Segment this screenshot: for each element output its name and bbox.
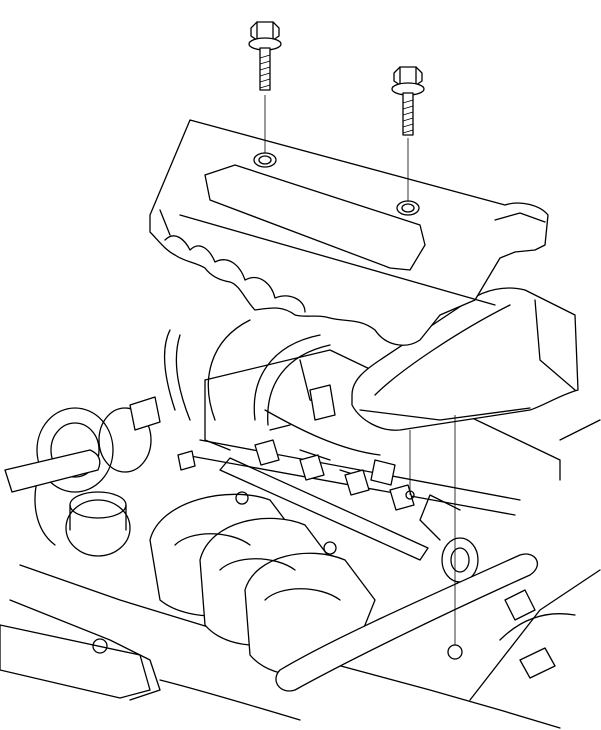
left-hose (4, 449, 101, 493)
engine-cover (149, 119, 549, 346)
lower-mount-hole (447, 644, 463, 660)
cover-bolt-hole-2 (396, 200, 420, 216)
reservoir-cap (65, 491, 131, 557)
right-strut (469, 569, 601, 701)
coil-packs (254, 439, 415, 511)
bolt-icon (248, 21, 282, 91)
cover-bolt-hole-1 (253, 152, 277, 168)
intake-cover (351, 287, 579, 431)
radiator-support (0, 624, 151, 699)
right-hose (275, 553, 539, 692)
alignment-lines (264, 95, 456, 645)
front-crossmember (19, 564, 561, 729)
throttle-body (419, 494, 479, 583)
wire-harness (163, 329, 176, 411)
bolt-icon (391, 66, 425, 136)
engine-assembly (0, 319, 601, 729)
